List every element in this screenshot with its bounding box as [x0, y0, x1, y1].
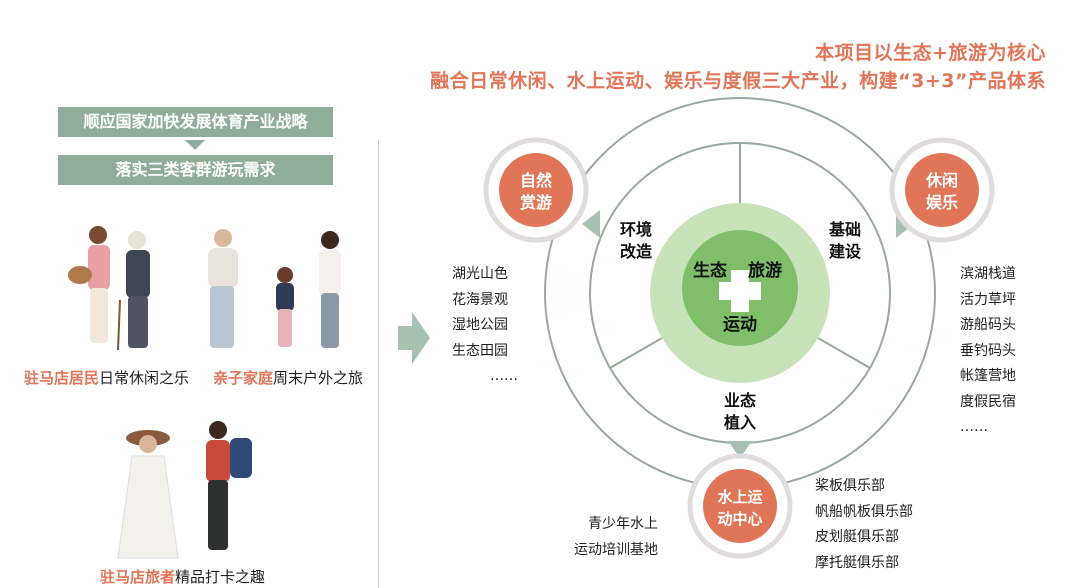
- list-item: 游船码头: [960, 313, 1016, 339]
- list-item: 帆船帆板俱乐部: [815, 500, 913, 526]
- nature-label-1: 自然: [520, 171, 552, 190]
- water-label-1: 水上运: [717, 488, 762, 506]
- residents-family-illustration: [40, 200, 370, 365]
- list-item: 摩托艇俱乐部: [815, 551, 913, 577]
- ring-label-business-2: 植入: [723, 413, 756, 432]
- list-item: 花海景观: [452, 288, 518, 314]
- demand-banner: 落实三类客群游玩需求: [58, 155, 333, 185]
- right-arrow-icon: [398, 312, 430, 364]
- left-arrow-icon: [582, 210, 600, 238]
- ring-label-infra-2: 建设: [829, 242, 862, 261]
- travelers-text: 精品打卡之趣: [175, 568, 265, 586]
- product-system-diagram: 生态 旅游 运动 环境 改造 基础 建设 业态 植入 自然 赏游 休闲 娱乐 水…: [450, 88, 1030, 588]
- section-divider: [378, 140, 379, 588]
- leisure-node: 休闲 娱乐: [892, 140, 992, 240]
- leisure-items-list: 滨湖栈道 活力草坪 游船码头 垂钓码头 帐篷营地 度假民宿 ……: [960, 262, 1016, 441]
- travelers-caption: 驻马店旅者精品打卡之趣: [100, 566, 265, 587]
- residents-caption: 驻马店居民日常休闲之乐: [24, 367, 189, 388]
- list-item: 生态田园: [452, 339, 518, 365]
- list-item: 桨板俱乐部: [815, 474, 913, 500]
- core-label-sports: 运动: [723, 315, 757, 335]
- list-item: 青少年水上: [560, 512, 658, 538]
- list-item: 运动培训基地: [560, 538, 658, 564]
- core-label-ecology: 生态: [693, 260, 727, 281]
- residents-highlight: 驻马店居民: [24, 369, 99, 387]
- residents-text: 日常休闲之乐: [99, 369, 189, 387]
- travelers-highlight: 驻马店旅者: [100, 568, 175, 586]
- list-item: 湖光山色: [452, 262, 518, 288]
- list-item: ……: [452, 364, 518, 390]
- youth-training-list: 青少年水上 运动培训基地: [560, 512, 658, 563]
- water-sports-node: 水上运 动中心: [690, 456, 790, 556]
- strategy-banner: 顺应国家加快发展体育产业战略: [58, 107, 333, 137]
- water-label-2: 动中心: [717, 510, 762, 528]
- list-item: 滨湖栈道: [960, 262, 1016, 288]
- list-item: 垂钓码头: [960, 339, 1016, 365]
- parent-child-figure: [208, 229, 341, 348]
- list-item: 湿地公园: [452, 313, 518, 339]
- water-clubs-list: 桨板俱乐部 帆船帆板俱乐部 皮划艇俱乐部 摩托艇俱乐部: [815, 474, 913, 576]
- plus-horizontal: [719, 282, 761, 300]
- nature-label-2: 赏游: [520, 193, 552, 212]
- leisure-label-2: 娱乐: [926, 193, 958, 212]
- core-label-tourism: 旅游: [748, 260, 782, 281]
- banner-down-arrow: [185, 140, 205, 150]
- list-item: 度假民宿: [960, 390, 1016, 416]
- nature-node: 自然 赏游: [486, 140, 586, 240]
- ring-label-business-1: 业态: [724, 391, 756, 410]
- families-caption: 亲子家庭周末户外之旅: [213, 367, 363, 388]
- couple-figure: [68, 226, 150, 350]
- leisure-label-1: 休闲: [925, 171, 958, 190]
- ring-label-env-2: 改造: [620, 242, 653, 261]
- traveler-figures: [118, 421, 252, 558]
- list-item: 皮划艇俱乐部: [815, 525, 913, 551]
- nature-items-list: 湖光山色 花海景观 湿地公园 生态田园 ……: [452, 262, 518, 390]
- families-text: 周末户外之旅: [273, 369, 363, 387]
- list-item: 帐篷营地: [960, 364, 1016, 390]
- ring-label-env-1: 环境: [620, 220, 652, 239]
- ring-label-infra-1: 基础: [828, 220, 861, 239]
- families-highlight: 亲子家庭: [213, 369, 273, 387]
- list-item: ……: [960, 415, 1016, 441]
- list-item: 活力草坪: [960, 288, 1016, 314]
- travelers-illustration: [100, 408, 280, 568]
- headline-line-1: 本项目以生态+旅游为核心: [815, 38, 1046, 65]
